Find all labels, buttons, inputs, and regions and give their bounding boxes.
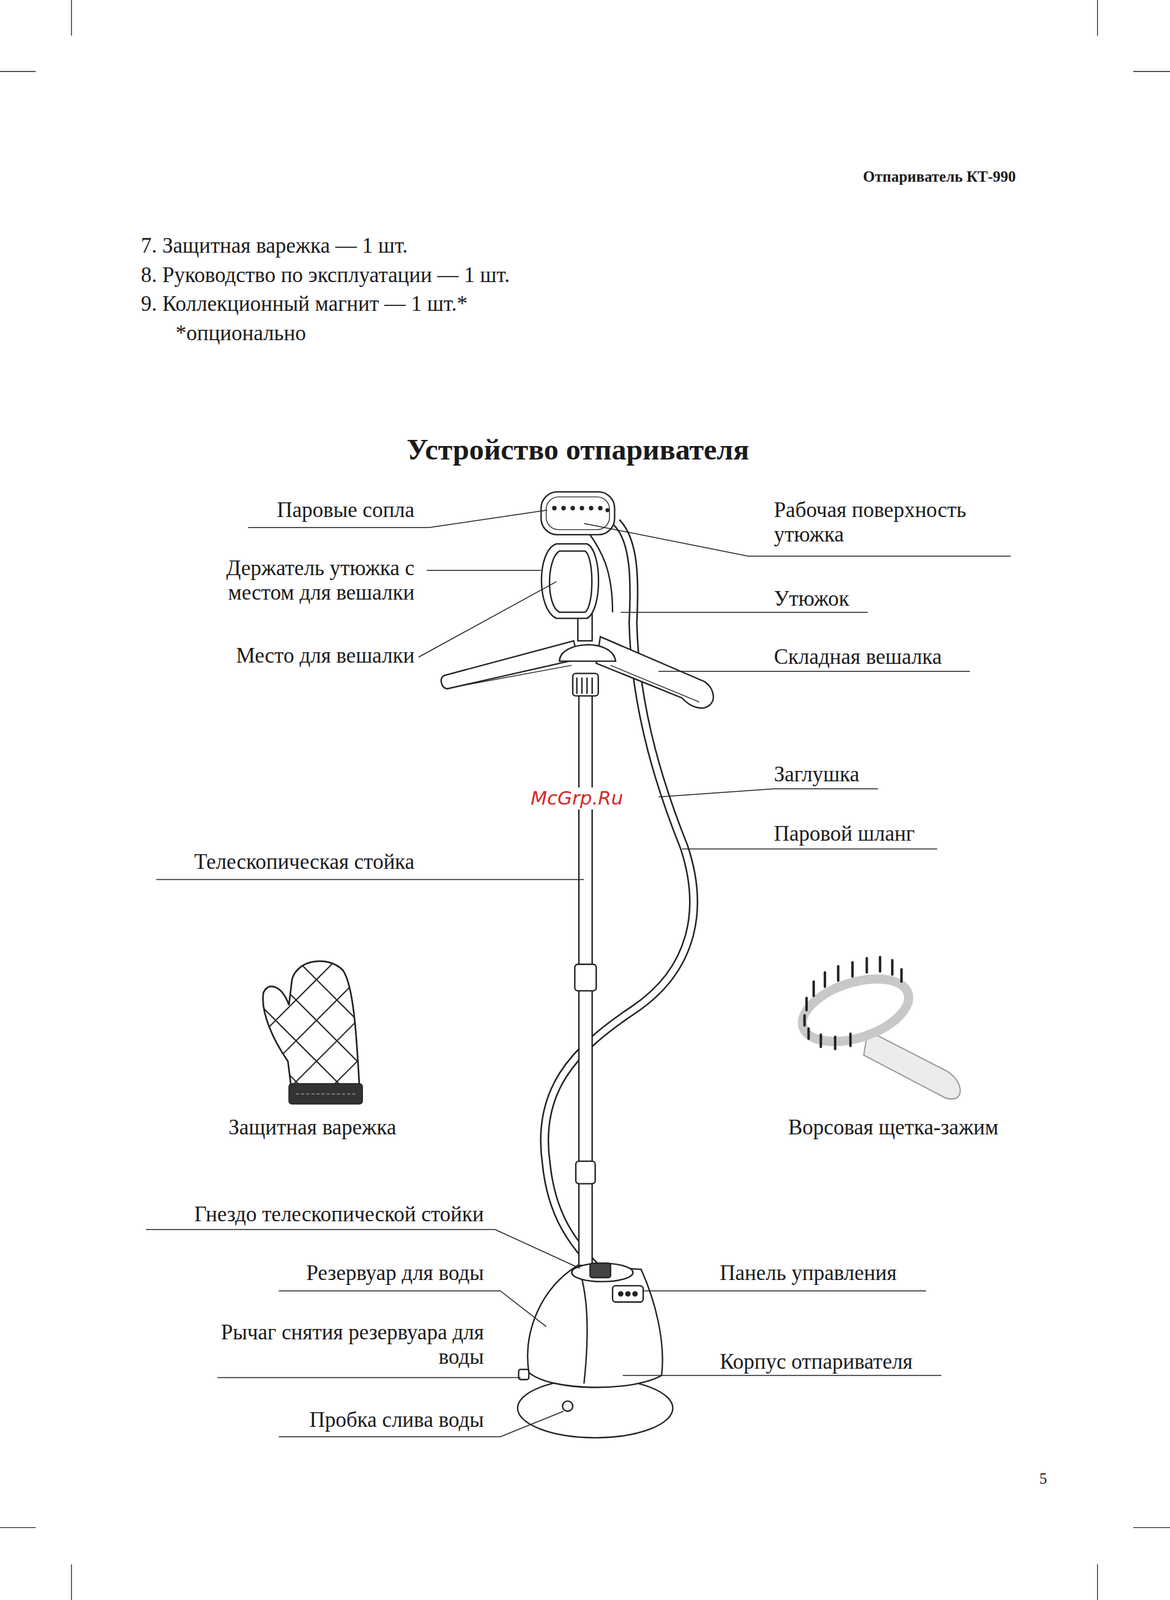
part-label: Складная вешалка — [774, 644, 942, 670]
part-label: Паровой шланг — [774, 821, 915, 847]
part-label: Рабочая поверхность утюжка — [774, 498, 1007, 548]
list-item: 7. Защитная варежка — 1 шт. — [140, 233, 408, 259]
accessory-label: Защитная варежка — [228, 1115, 397, 1141]
part-label: Рычаг снятия резервуара для воды — [214, 1320, 484, 1371]
part-label: Резервуар для воды — [306, 1261, 485, 1286]
running-header: Отпариватель КТ-990 — [862, 168, 1016, 187]
page-number: 5 — [1039, 1470, 1048, 1489]
accessory-label: Ворсовая щетка-зажим — [788, 1115, 999, 1141]
list-item: 9. Коллекционный магнит — 1 шт.* — [140, 291, 468, 317]
part-label: Гнездо телескопической стойки — [193, 1202, 484, 1227]
telescopic-pole — [574, 693, 597, 1276]
part-label: Утюжок — [774, 586, 850, 612]
steam-iron — [540, 491, 615, 613]
part-label: Паровые сопла — [276, 498, 415, 523]
bristle-brush-clamp — [794, 957, 961, 1100]
steamer-base — [517, 1263, 674, 1439]
page-title: Устройство отпаривателя — [406, 432, 749, 467]
part-label: Корпус отпаривателя — [719, 1349, 913, 1375]
leader-lines — [146, 510, 1011, 1437]
part-label: Панель управления — [719, 1261, 897, 1286]
part-label: Заглушка — [774, 762, 860, 787]
list-item: 8. Руководство по эксплуатации — 1 шт. — [140, 263, 510, 288]
part-label: Держатель утюжка с местом для вешалки — [169, 556, 415, 606]
part-label: Телескопическая стойка — [193, 849, 415, 875]
footnote: *опционально — [175, 321, 306, 346]
iron-holder — [541, 544, 599, 641]
watermark: McGrp.Ru — [528, 787, 625, 810]
steam-hose — [544, 522, 694, 1276]
part-label: Пробка слива воды — [309, 1408, 485, 1433]
part-label: Место для вешалки — [236, 643, 415, 669]
folding-hanger — [441, 637, 714, 709]
protective-mitten — [193, 887, 429, 1154]
